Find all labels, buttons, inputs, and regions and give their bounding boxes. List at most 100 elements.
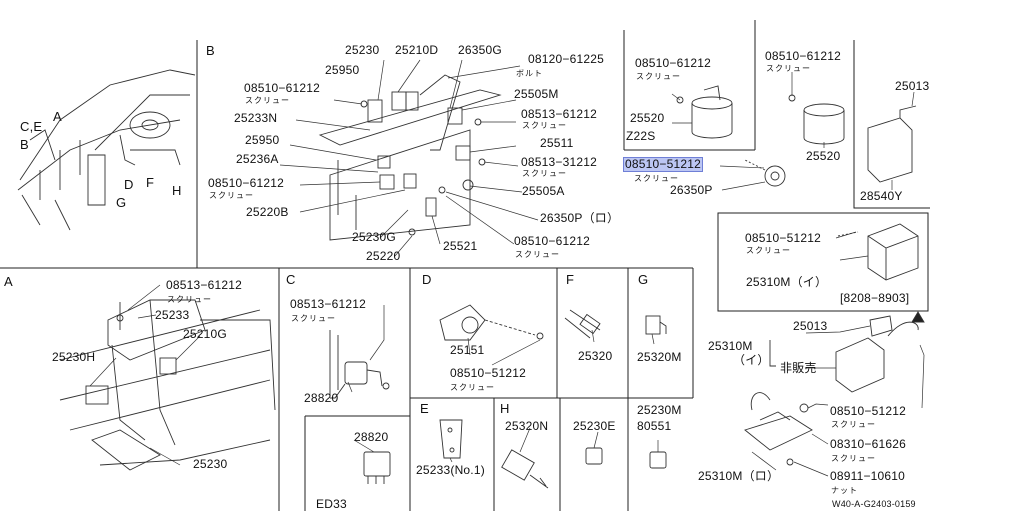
screw-note-a: スクリュー [245, 96, 290, 105]
callout-f-label: F [146, 175, 155, 190]
part-25950-b: 25950 [245, 133, 280, 147]
part-28820-box: 28820 [354, 430, 389, 444]
panel-h-drawing [501, 449, 549, 489]
28540y-drawing [867, 105, 917, 183]
diagram-id: W40-A-G2403-0159 [832, 499, 916, 509]
bolt-note: ボルト [516, 69, 543, 78]
z22s-label: Z22S [626, 129, 656, 143]
part-25230m: 25230M [637, 403, 682, 417]
screw-note-highlighted: スクリュー [634, 174, 679, 183]
part-28820-c: 28820 [304, 391, 339, 405]
part-25230e: 25230E [573, 419, 616, 433]
not-sold-label: 非販売 [780, 361, 817, 375]
screw-note-e: スクリュー [515, 250, 560, 259]
callout-b-label: B [20, 137, 29, 152]
part-25521: 25521 [443, 239, 478, 253]
part-25520-right: 25520 [806, 149, 841, 163]
part-25013-bottom: 25013 [793, 319, 828, 333]
panel-a-drawing [59, 299, 276, 471]
callout-h-label: H [172, 183, 182, 198]
callout-g-label: G [116, 195, 127, 210]
bottom-right-drawing [744, 311, 925, 466]
panel-c-drawing [329, 330, 390, 399]
screw-note-panel-d: スクリュー [450, 383, 495, 392]
part-25233: 25233 [155, 308, 190, 322]
part-25505m: 25505M [514, 87, 559, 101]
part-25236a: 25236A [236, 152, 279, 166]
screw-note-right: スクリュー [766, 64, 811, 73]
part-25220: 25220 [366, 249, 401, 263]
part-08510-61212-right: 08510−61212 [765, 49, 841, 63]
part-80551: 80551 [637, 419, 672, 433]
screw-note-c: スクリュー [522, 169, 567, 178]
ed33-label: ED33 [316, 497, 347, 511]
part-08510-51212-highlighted[interactable]: 08510−51212 [623, 157, 703, 172]
part-26350p-ro: 26350P（ロ） [540, 211, 620, 225]
screw-note-b: スクリュー [522, 121, 567, 130]
part-25310m-i-box: 25310M（イ） [746, 275, 828, 289]
section-b-label: B [206, 43, 215, 58]
part-08510-61212-c: 08510−61212 [514, 234, 590, 248]
panel-f-drawing [564, 309, 601, 339]
screw-note-z22s: スクリュー [636, 72, 681, 81]
section-c-label: C [286, 272, 296, 287]
part-25230-a: 25230 [193, 457, 228, 471]
part-25233n: 25233N [234, 111, 278, 125]
part-08513-61212-b: 08513−61212 [521, 107, 597, 121]
part-08310-61626: 08310−61626 [830, 437, 906, 451]
part-08510-51212-d: 08510−51212 [450, 366, 526, 380]
part-25233-no1: 25233(No.1) [416, 463, 485, 477]
section-f-label: F [566, 272, 575, 287]
part-25230g: 25230G [352, 230, 396, 244]
part-25310m: 25310M [708, 339, 753, 353]
callout-ce-label: C,E [20, 119, 43, 134]
part-08510-51212-bottom: 08510−51212 [830, 404, 906, 418]
part-25320n: 25320N [505, 419, 549, 433]
section-d-label: D [422, 272, 432, 287]
screw-note-d: スクリュー [209, 191, 254, 200]
part-08513-61212-a: 08513−61212 [166, 278, 242, 292]
panel-e-drawing [439, 419, 463, 459]
dashboard-drawing [17, 69, 196, 231]
part-25210g: 25210G [183, 327, 227, 341]
nut-note: ナット [831, 486, 858, 495]
screw-note-bottom-a: スクリュー [831, 420, 876, 429]
callout-d-label: D [124, 177, 134, 192]
part-08513-61212-c: 08513−61212 [290, 297, 366, 311]
part-25220b: 25220B [246, 205, 289, 219]
small-relays-drawing [585, 447, 667, 469]
right-25520-drawing [788, 94, 845, 145]
screw-note-bottom-b: スクリュー [831, 454, 876, 463]
part-25210d: 25210D [395, 43, 439, 57]
part-25013-top: 25013 [895, 79, 930, 93]
border-25310m-box [717, 212, 929, 312]
callout-a-label: A [53, 109, 62, 124]
section-e-label: E [420, 401, 429, 416]
section-g-label: G [638, 272, 649, 287]
part-08510-61212-b: 08510−61212 [208, 176, 284, 190]
section-a-label: A [4, 274, 13, 289]
25310m-i-drawing [837, 223, 919, 281]
part-08510-51212-box: 08510−51212 [745, 231, 821, 245]
panel-d-drawing [439, 304, 544, 341]
part-25520-z22s: 25520 [630, 111, 665, 125]
panel-g-drawing [645, 315, 667, 335]
part-08513-31212: 08513−31212 [521, 155, 597, 169]
part-28540y: 28540Y [860, 189, 903, 203]
part-25151: 25151 [450, 343, 485, 357]
screw-note-panel-a: スクリュー [167, 295, 212, 304]
26350p-drawing [744, 159, 786, 187]
z22s-drawing [676, 85, 733, 139]
panel-b-drawing [318, 74, 502, 241]
date-range-label: [8208−8903] [840, 291, 910, 305]
part-25950-a: 25950 [325, 63, 360, 77]
part-25320m: 25320M [637, 350, 682, 364]
part-08120-61225: 08120−61225 [528, 52, 604, 66]
part-26350p: 26350P [670, 183, 713, 197]
part-25310m-ro: 25310M（ロ） [698, 469, 780, 483]
part-08911-10610: 08911−10610 [830, 469, 906, 483]
part-25230: 25230 [345, 43, 380, 57]
ed33-drawing [363, 451, 391, 484]
part-25320: 25320 [578, 349, 613, 363]
